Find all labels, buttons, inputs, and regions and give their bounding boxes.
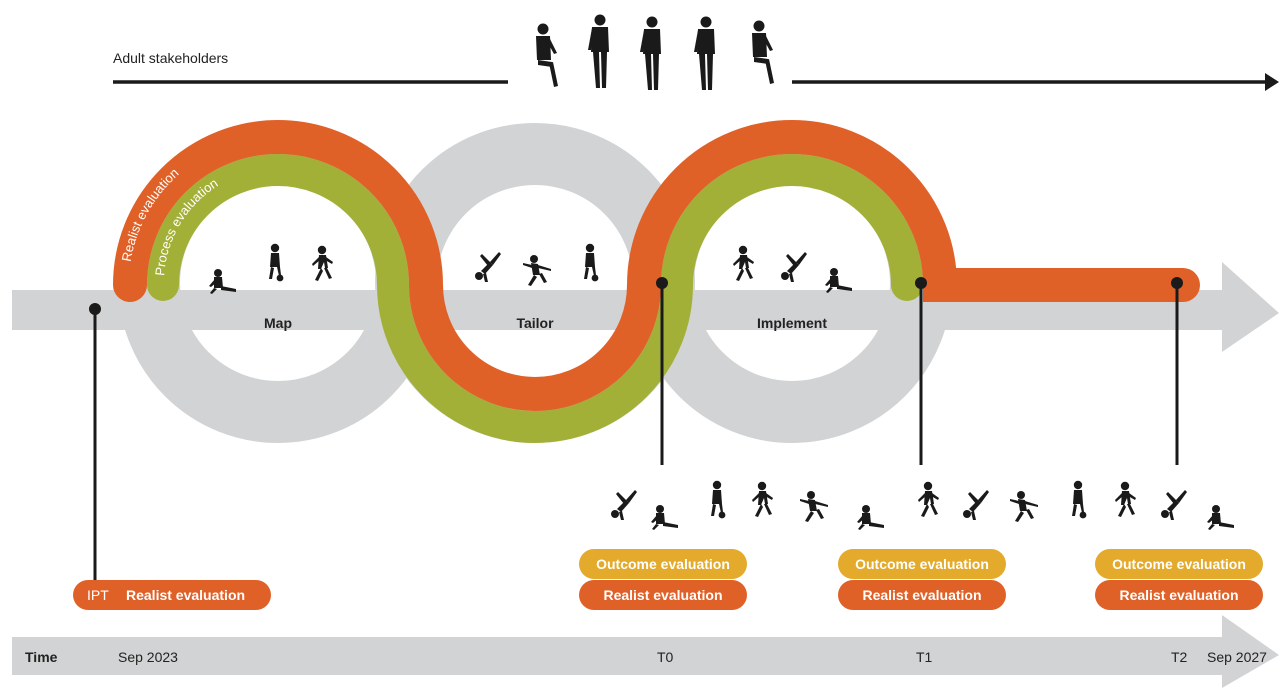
time-axis-label: Time xyxy=(25,649,58,665)
map-youth-figures xyxy=(209,243,333,294)
realist-evaluation-track xyxy=(113,120,1200,411)
youth-icon xyxy=(523,255,551,286)
youth-icon xyxy=(733,245,754,281)
youth-icon xyxy=(1010,491,1038,522)
adult-icon xyxy=(536,23,558,87)
adult-icon xyxy=(640,16,661,90)
youth-icon xyxy=(1207,505,1234,530)
youth-participants-row xyxy=(611,480,1234,530)
realist-pill xyxy=(838,580,1006,610)
adult-icon xyxy=(752,20,774,84)
realist-pill xyxy=(1095,580,1263,610)
time-arrow xyxy=(12,615,1279,688)
stage-label-implement: Implement xyxy=(757,315,827,331)
ipt-marker-dot xyxy=(89,303,101,315)
implement-youth-figures xyxy=(733,245,852,293)
adult-icon xyxy=(588,14,609,88)
milestone-markers xyxy=(89,277,1183,582)
youth-icon xyxy=(711,480,726,519)
youth-icon xyxy=(918,481,939,517)
adult-stakeholder-figures xyxy=(536,14,774,90)
ipt-pill: IPT Realist evaluation xyxy=(73,580,271,610)
stage-label-map: Map xyxy=(264,315,292,331)
time-t2-label: T2 xyxy=(1171,649,1188,665)
outcome-pill xyxy=(1095,549,1263,579)
outcome-pill xyxy=(838,549,1006,579)
youth-icon xyxy=(857,505,884,530)
stage-label-tailor: Tailor xyxy=(516,315,554,331)
realist-pill xyxy=(579,580,747,610)
youth-icon xyxy=(312,245,333,281)
ipt-tag: IPT xyxy=(87,587,109,603)
t1-outcome-label: Outcome evaluation xyxy=(855,556,989,572)
adult-icon xyxy=(694,16,715,90)
youth-icon xyxy=(752,481,773,517)
t0-realist-label: Realist evaluation xyxy=(603,587,722,603)
youth-icon xyxy=(800,491,828,522)
youth-icon xyxy=(781,252,807,282)
stakeholder-arrowhead xyxy=(1265,73,1279,91)
ipt-realist-label: Realist evaluation xyxy=(126,587,245,603)
youth-icon xyxy=(475,252,501,282)
youth-icon xyxy=(651,505,678,530)
t0-marker-dot xyxy=(656,277,668,289)
stage-rings xyxy=(118,123,952,443)
time-end-label: Sep 2027 xyxy=(1207,649,1267,665)
process-evaluation-track xyxy=(147,154,923,443)
youth-icon xyxy=(1115,481,1136,517)
time-start-label: Sep 2023 xyxy=(118,649,178,665)
youth-icon xyxy=(825,268,852,293)
youth-icon xyxy=(584,243,599,282)
t2-realist-label: Realist evaluation xyxy=(1119,587,1238,603)
youth-icon xyxy=(269,243,284,282)
time-t0-label: T0 xyxy=(657,649,674,665)
outcome-pill xyxy=(579,549,747,579)
t0-pills: Outcome evaluation Realist evaluation xyxy=(579,549,747,610)
t1-pills: Outcome evaluation Realist evaluation xyxy=(838,549,1006,610)
youth-icon xyxy=(611,490,637,520)
t1-realist-label: Realist evaluation xyxy=(862,587,981,603)
youth-icon xyxy=(963,490,989,520)
youth-icon xyxy=(1161,490,1187,520)
time-t1-label: T1 xyxy=(916,649,933,665)
stakeholders-label: Adult stakeholders xyxy=(113,50,228,66)
t2-pills: Outcome evaluation Realist evaluation xyxy=(1095,549,1263,610)
tailor-youth-figures xyxy=(475,243,599,286)
youth-icon xyxy=(1072,480,1087,519)
t0-outcome-label: Outcome evaluation xyxy=(596,556,730,572)
t1-marker-dot xyxy=(915,277,927,289)
t2-marker-dot xyxy=(1171,277,1183,289)
t2-outcome-label: Outcome evaluation xyxy=(1112,556,1246,572)
